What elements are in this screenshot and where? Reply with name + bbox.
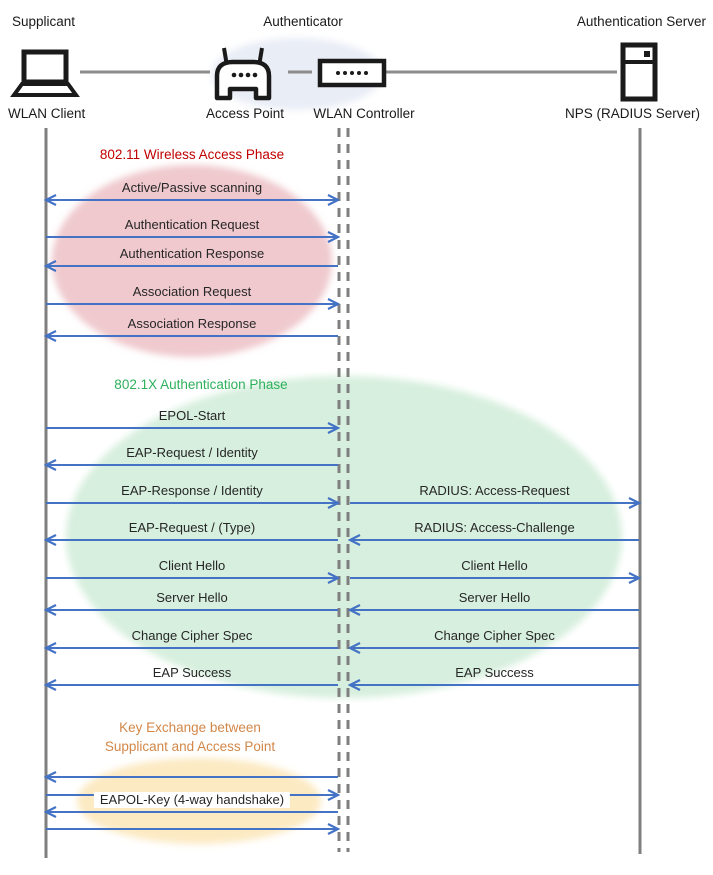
message-label: EAP Success	[152, 665, 232, 680]
phase2-title: 802.1X Authentication Phase	[114, 377, 288, 392]
phase3-title-line1: Key Exchange between	[119, 720, 261, 735]
message-label: Change Cipher Spec	[131, 628, 253, 643]
phase1-title: 802.11 Wireless Access Phase	[99, 147, 285, 162]
access-point-icon	[214, 47, 272, 101]
device-label-access-point: Access Point	[205, 106, 285, 121]
message-label: EAP-Response / Identity	[121, 483, 263, 498]
message-label: EAPOL-Key (4-way handshake)	[93, 792, 291, 808]
phase2-ellipse	[66, 376, 622, 698]
message-arrows	[46, 200, 639, 829]
phase1-ellipse	[52, 165, 332, 357]
device-label-wlan-controller: WLAN Controller	[313, 106, 415, 121]
phase3-title-line2: Supplicant and Access Point	[104, 739, 276, 754]
message-label: EPOL-Start	[158, 408, 226, 423]
message-label: Client Hello	[461, 558, 528, 573]
role-label-authentication-server: Authentication Server	[576, 14, 706, 29]
message-label: RADIUS: Access-Challenge	[414, 520, 575, 535]
message-label: Server Hello	[458, 590, 531, 605]
server-icon	[620, 42, 658, 102]
message-label: Authentication Response	[119, 246, 265, 261]
device-label-nps-radius-server: NPS (RADIUS Server)	[564, 106, 700, 121]
message-label: Authentication Request	[124, 217, 260, 232]
message-label: EAP-Request / Identity	[126, 445, 258, 460]
laptop-icon	[10, 49, 80, 97]
message-label: Active/Passive scanning	[121, 180, 263, 195]
role-label-authenticator: Authenticator	[263, 14, 343, 29]
message-label: Server Hello	[156, 590, 228, 605]
wlan-controller-icon	[317, 58, 387, 88]
device-label-wlan-client: WLAN Client	[8, 106, 86, 121]
role-label-supplicant: Supplicant	[12, 14, 76, 29]
message-label: Association Request	[132, 284, 252, 299]
message-label: EAP-Request / (Type)	[128, 520, 256, 535]
message-label: Client Hello	[158, 558, 226, 573]
message-label: Association Response	[127, 316, 257, 331]
message-label: Change Cipher Spec	[434, 628, 555, 643]
message-label: EAP Success	[455, 665, 534, 680]
message-label: RADIUS: Access-Request	[419, 483, 570, 498]
